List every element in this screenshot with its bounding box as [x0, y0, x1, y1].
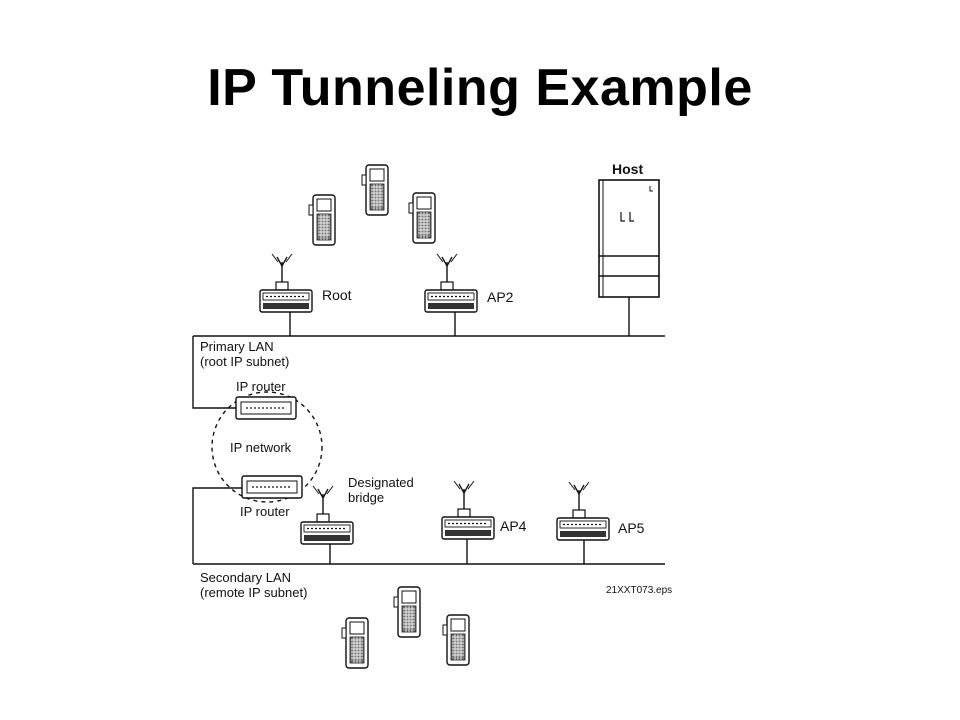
handheld-terminal-icon [408, 192, 436, 244]
designated-bridge-label-2: bridge [348, 490, 384, 505]
primary-lan-subnet: (root IP subnet) [200, 354, 289, 369]
host-label: Host [612, 161, 643, 177]
access-point-icon [424, 253, 478, 313]
primary-router-link [192, 336, 238, 409]
handheld-terminal-icon [361, 164, 389, 216]
handheld-terminal-icon [442, 614, 470, 666]
primary-lan-label: Primary LAN [200, 339, 274, 354]
router-icon [235, 396, 297, 420]
secondary-lan-subnet: (remote IP subnet) [200, 585, 307, 600]
secondary-router-link [192, 487, 243, 564]
router-icon [241, 475, 303, 499]
slide-title: IP Tunneling Example [207, 59, 753, 117]
handheld-terminal-icon [393, 586, 421, 638]
handheld-terminal-icon [341, 617, 369, 669]
handheld-terminal-icon [308, 194, 336, 246]
ap4-label: AP4 [500, 518, 527, 534]
host-computer-icon [598, 179, 660, 298]
ap2-label: AP2 [487, 289, 514, 305]
access-point-icon [556, 481, 610, 541]
secondary-lan-label: Secondary LAN [200, 570, 291, 585]
ap5-label: AP5 [618, 520, 645, 536]
designated-bridge-label: Designated [348, 475, 414, 490]
access-point-icon [441, 480, 495, 540]
ip-network-cloud [211, 391, 323, 503]
access-point-icon [300, 485, 354, 545]
access-point-icon [259, 253, 313, 313]
file-reference: 21XXT073.eps [606, 585, 672, 596]
root-label: Root [322, 287, 352, 303]
ip-router-bottom-label: IP router [240, 504, 290, 519]
ip-router-top-label: IP router [236, 379, 286, 394]
ip-network-label: IP network [230, 440, 292, 455]
